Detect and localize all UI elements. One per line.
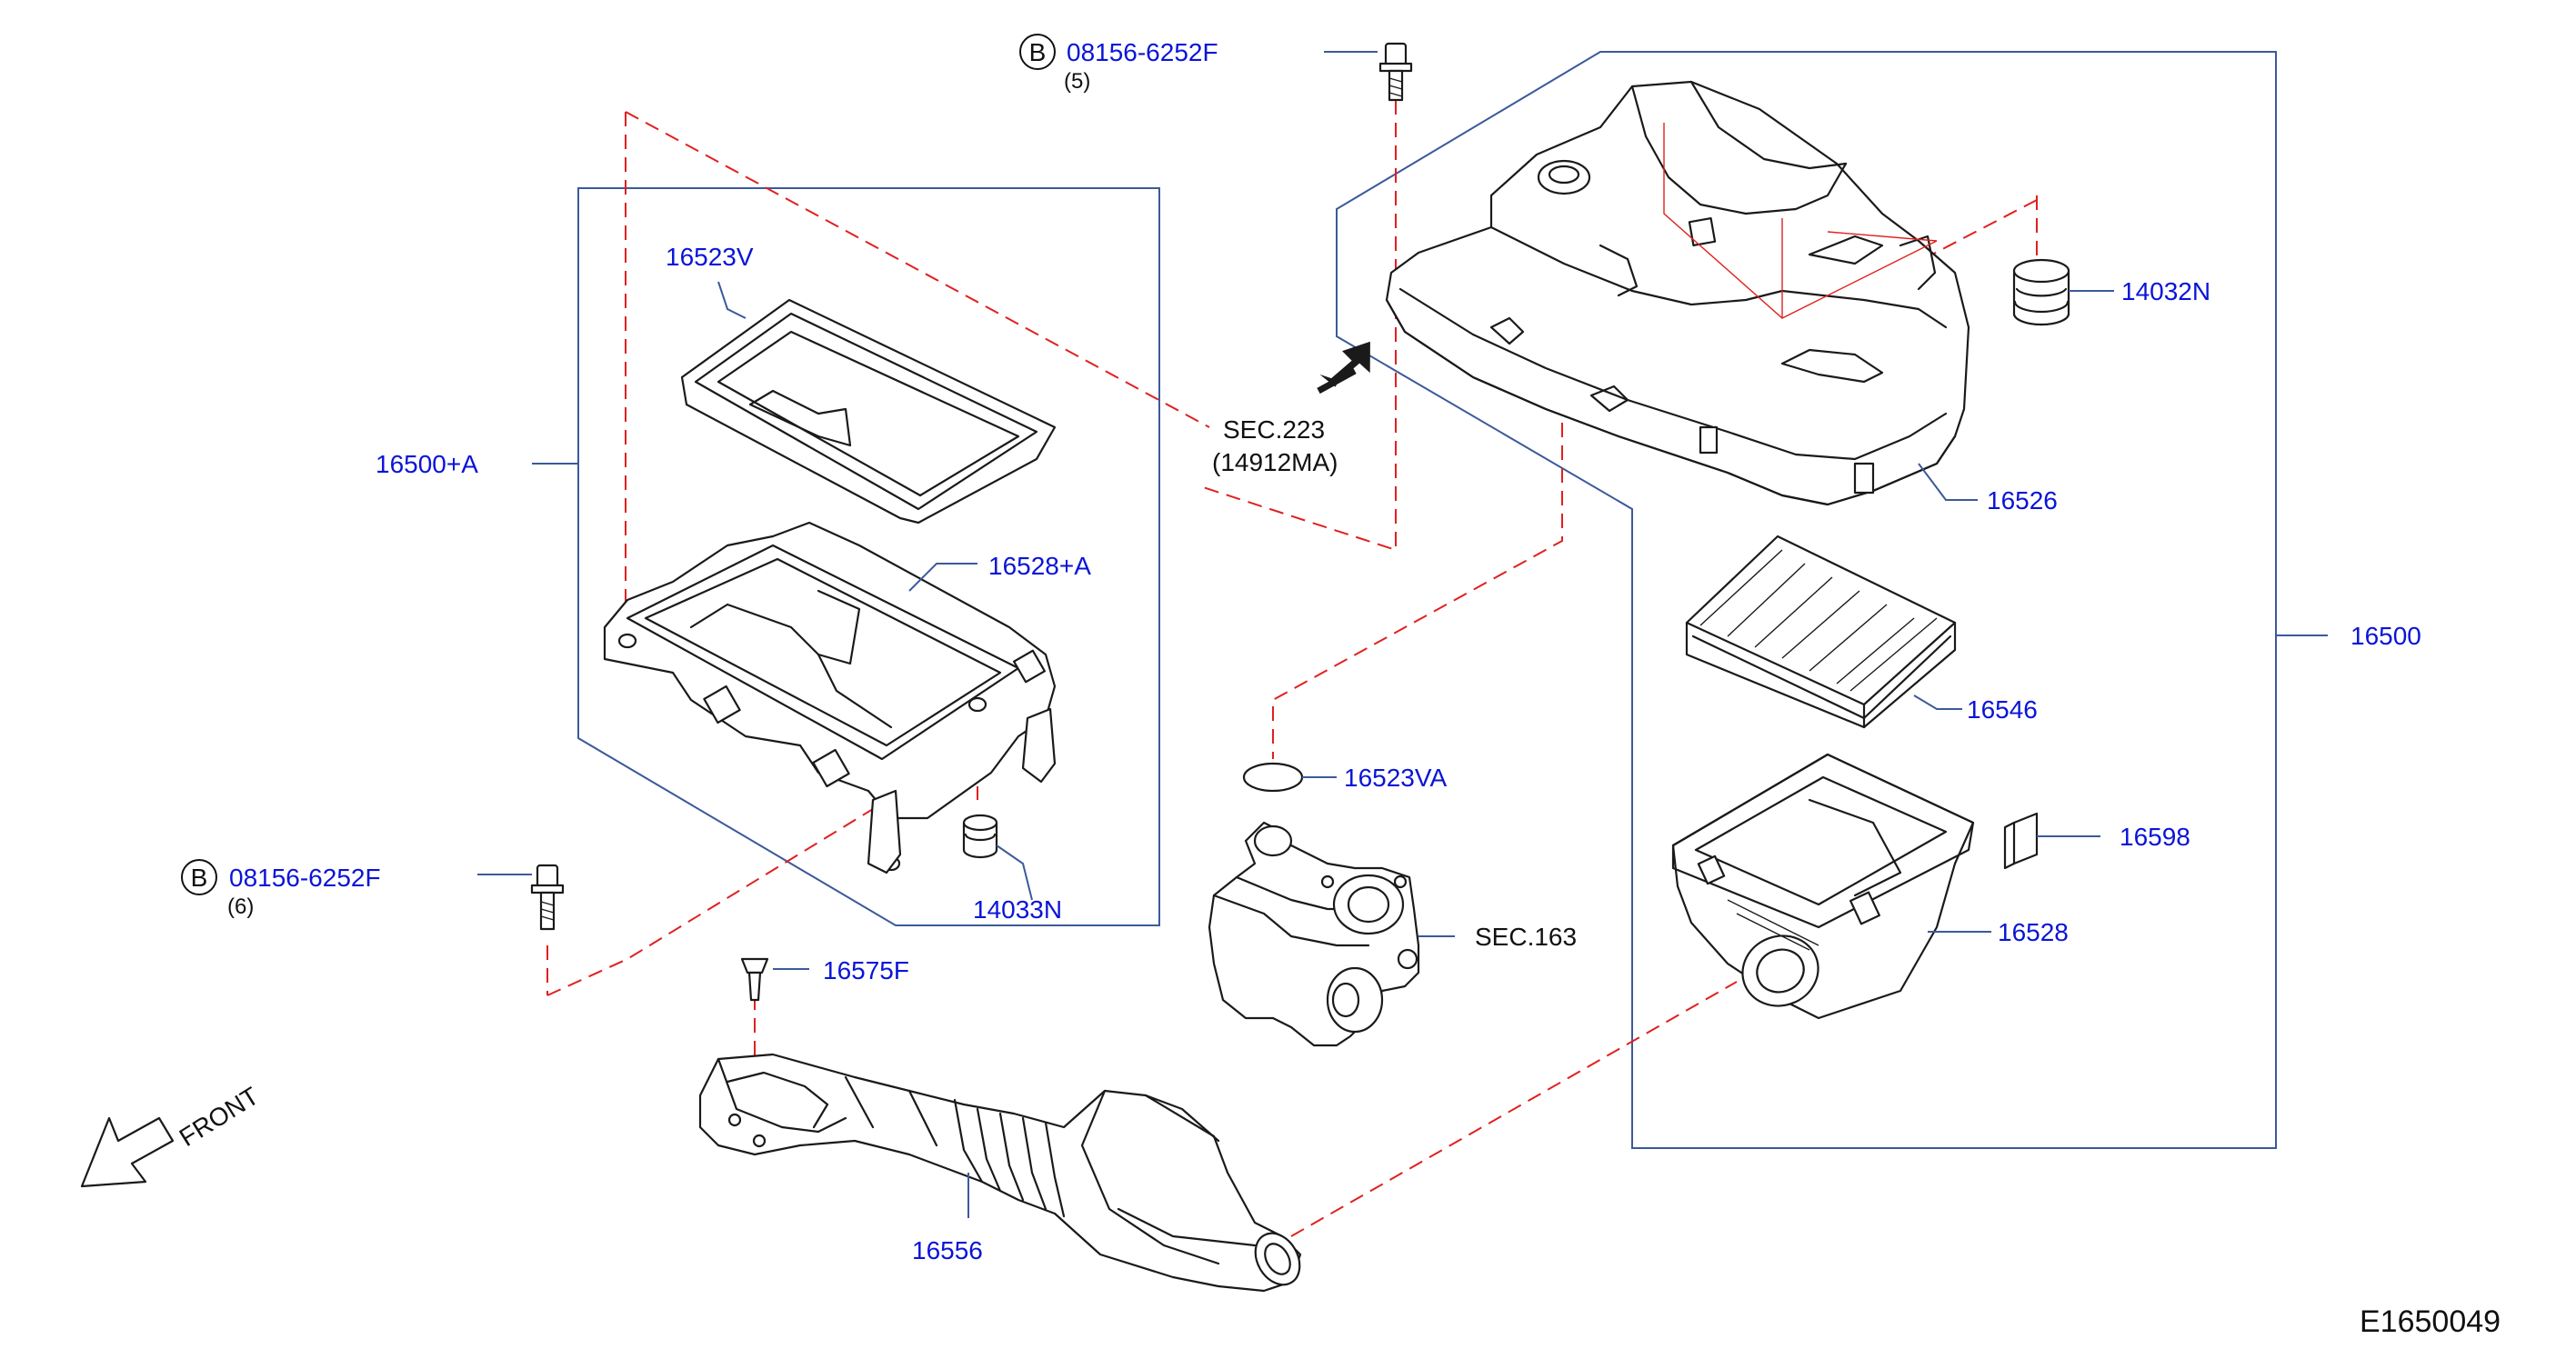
label-bolt-left-qty: (6): [227, 894, 254, 919]
grommet-14033n: [962, 814, 1033, 901]
label-16528: 16528: [1998, 918, 2069, 946]
front-direction-arrow-icon: [80, 1116, 175, 1188]
diagram-code: E1650049: [2360, 1304, 2501, 1339]
marker-b-left: B: [191, 864, 208, 892]
label-16523v: 16523V: [666, 243, 754, 271]
filter-element-16546: [1685, 535, 1962, 729]
marker-b-top: B: [1029, 38, 1047, 66]
label-14032n: 14032N: [2121, 277, 2210, 305]
label-14033n: 14033N: [973, 895, 1062, 924]
throttle-chamber-sec163: [1208, 821, 1455, 1047]
bolt-08156-6252f-top: [1324, 42, 1413, 102]
gasket-16523v: [680, 281, 1057, 525]
bolt-08156-6252f-left: [477, 864, 565, 931]
grommet-14032n: [2012, 258, 2114, 326]
label-16528-a: 16528+A: [988, 552, 1091, 580]
clip-16575f: [740, 957, 809, 1002]
airflow-arrow-icon: [1317, 341, 1370, 395]
label-16546: 16546: [1967, 695, 2038, 724]
lower-case-16528-a: [603, 521, 1057, 874]
label-16500: 16500: [2350, 622, 2421, 650]
label-bolt-left: 08156-6252F: [229, 864, 381, 892]
label-16523va: 16523VA: [1344, 764, 1447, 792]
label-front: FRONT: [175, 1082, 264, 1152]
upper-cover-16526: [1385, 80, 1970, 506]
label-bolt-top-qty: (5): [1064, 69, 1090, 94]
air-duct-16556: [698, 1053, 1302, 1293]
label-16500-a: 16500+A: [376, 450, 478, 478]
label-bolt-top: 08156-6252F: [1067, 38, 1218, 66]
o-ring-16523va: [1242, 762, 1337, 793]
label-16526: 16526: [1987, 486, 2058, 515]
label-16598: 16598: [2120, 823, 2190, 851]
label-sec223-sub: (14912MA): [1212, 448, 1338, 476]
label-sec223: SEC.223: [1223, 415, 1325, 444]
marker-b-top-icon: [1019, 34, 1056, 70]
label-sec163: SEC.163: [1475, 923, 1577, 951]
marker-b-left-icon: [181, 859, 217, 895]
label-16575f: 16575F: [823, 956, 909, 984]
lower-case-16528: [1671, 753, 1991, 1020]
assembly-frame-16500-a: [577, 187, 1160, 926]
label-16556: 16556: [912, 1236, 983, 1264]
assembly-frame-16500: [1336, 51, 2277, 1149]
leader-16526: [1918, 463, 1978, 501]
clip-16598: [2003, 812, 2100, 870]
